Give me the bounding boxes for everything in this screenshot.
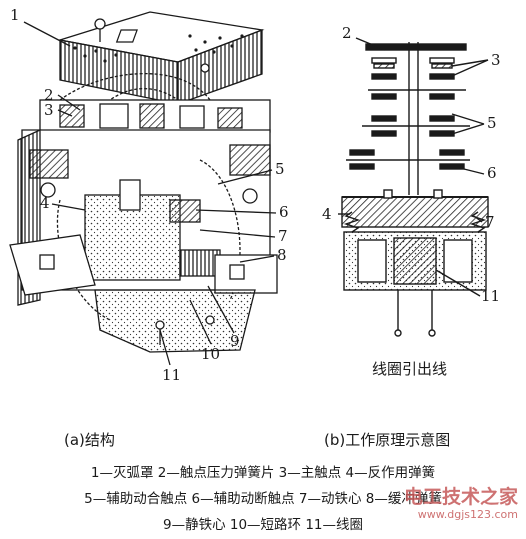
label-7: 7 bbox=[278, 227, 288, 245]
label-b-4: 4 bbox=[322, 205, 332, 223]
label-8: 8 bbox=[277, 246, 287, 264]
label-b-6: 6 bbox=[487, 164, 497, 182]
label-b-3: 3 bbox=[491, 51, 501, 69]
label-10: 10 bbox=[201, 345, 220, 363]
legend-line-1: 1—灭弧罩 2—触点压力弹簧片 3—主触点 4—反作用弹簧 bbox=[90, 465, 436, 481]
label-3: 3 bbox=[44, 101, 54, 119]
label-b-2: 2 bbox=[342, 24, 352, 42]
legend-line-3: 9—静铁心 10—短路环 11—线圈 bbox=[162, 517, 364, 533]
label-4: 4 bbox=[40, 194, 50, 212]
label-9: 9 bbox=[230, 332, 240, 350]
legend-line-2: 5—辅助动合触点 6—辅助动断触点 7—动铁心 8—缓冲弹簧 bbox=[84, 491, 442, 507]
label-6: 6 bbox=[279, 203, 289, 221]
caption-a: (a)结构 bbox=[64, 431, 115, 449]
label-5: 5 bbox=[275, 160, 285, 178]
label-2: 2 bbox=[44, 86, 54, 104]
caption-b: (b)工作原理示意图 bbox=[324, 431, 451, 449]
coil-lead-label: 线圈引出线 bbox=[372, 360, 448, 378]
watermark-url: www.dgjs123.com bbox=[417, 508, 518, 521]
watermark-brand: 电工技术之家 bbox=[403, 486, 518, 508]
contactor-structure-drawing bbox=[9, 11, 278, 366]
aux-contact-row-6 bbox=[346, 149, 470, 170]
main-contact-row-1 bbox=[368, 57, 466, 100]
diagram-a-part-labels: 1 2 3 4 5 6 7 8 9 10 11 bbox=[10, 6, 289, 384]
label-11: 11 bbox=[162, 366, 181, 384]
label-b-11: 11 bbox=[481, 287, 500, 305]
aux-contact-row-5 bbox=[362, 115, 470, 137]
diagram-b-part-labels: 2 3 5 6 4 7 11 bbox=[322, 24, 501, 305]
label-b-5: 5 bbox=[487, 114, 497, 132]
working-principle-drawing bbox=[338, 37, 489, 337]
label-1: 1 bbox=[10, 6, 20, 24]
label-b-7: 7 bbox=[485, 213, 495, 231]
